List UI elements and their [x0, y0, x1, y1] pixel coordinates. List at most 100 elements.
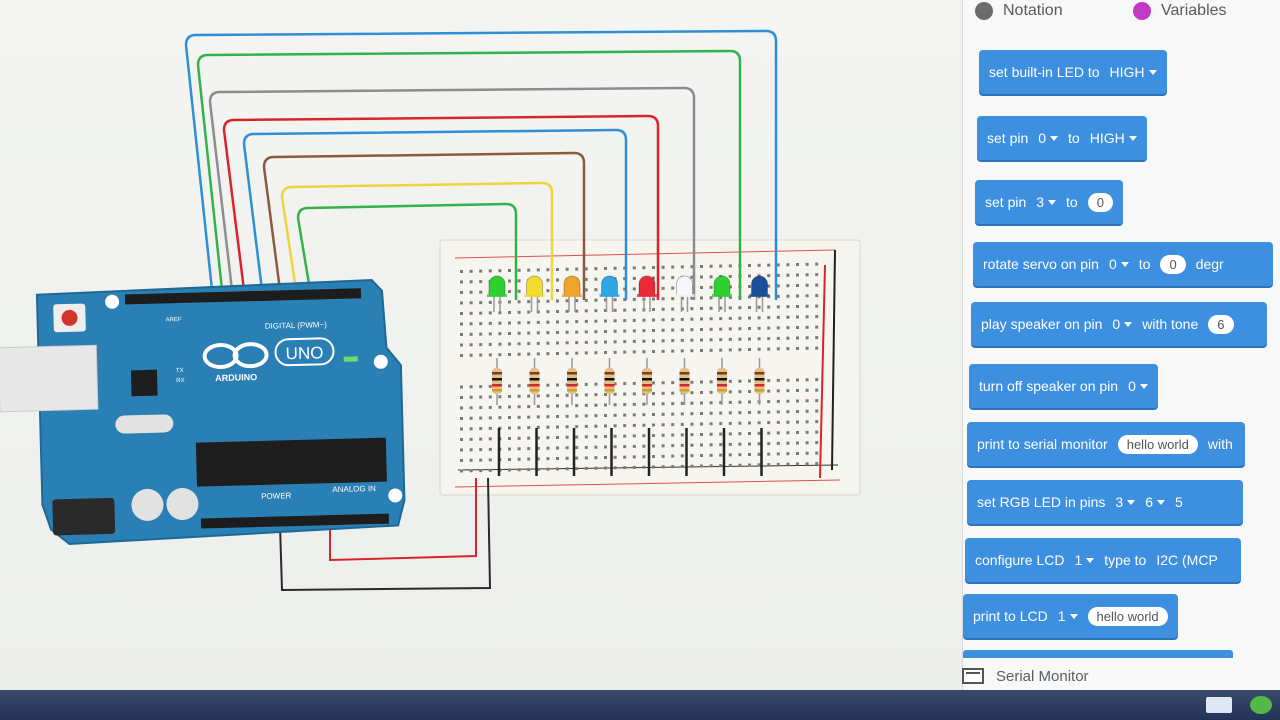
pin-dropdown[interactable]: 3: [1036, 194, 1057, 210]
value-input[interactable]: hello world: [1117, 434, 1198, 454]
jumper-wire[interactable]: [196, 49, 742, 300]
resistors[interactable]: [492, 358, 765, 476]
resistor[interactable]: [529, 358, 540, 405]
jumper-wire[interactable]: [262, 151, 586, 300]
breadboard-hole: [796, 441, 799, 445]
lcd-dropdown[interactable]: 1: [1058, 608, 1078, 624]
breadboard-hole: [623, 403, 627, 407]
block-partial[interactable]: [963, 650, 1233, 658]
mount-hole: [105, 294, 120, 309]
resistor[interactable]: [717, 358, 727, 405]
led[interactable]: [674, 275, 695, 312]
resistor[interactable]: [492, 358, 502, 405]
led[interactable]: [749, 275, 770, 312]
jumper-wire[interactable]: [296, 202, 518, 300]
jumper-wire[interactable]: [242, 128, 628, 300]
breadboard-hole: [469, 353, 473, 357]
pin-dropdown[interactable]: 0: [1112, 316, 1133, 332]
led[interactable]: [637, 275, 657, 312]
jumper-wire[interactable]: [184, 29, 778, 300]
jumper-wire[interactable]: [280, 181, 554, 300]
value-dropdown[interactable]: HIGH: [1090, 130, 1137, 146]
value-input[interactable]: 0: [1160, 254, 1186, 274]
breadboard-hole: [690, 433, 694, 437]
breadboard-hole: [776, 263, 780, 267]
led[interactable]: [524, 275, 545, 312]
block-configure-lcd[interactable]: configure LCD 1 type to I2C (MCP: [965, 538, 1241, 582]
circuit-canvas[interactable]: UNO ARDUINO DIGITAL (PWM~) POWER ANALOG …: [0, 0, 960, 720]
block-set-pin-digital[interactable]: set pin 0 to HIGH: [977, 116, 1147, 160]
breadboard-hole: [613, 455, 617, 459]
breadboard-hole: [565, 299, 569, 303]
pin-dropdown[interactable]: 0: [1128, 378, 1148, 394]
breadboard-hole: [709, 275, 713, 279]
led[interactable]: [712, 275, 732, 312]
pin-dropdown[interactable]: 0: [1038, 130, 1059, 146]
breadboard-hole: [767, 337, 771, 341]
reset-button[interactable]: [61, 309, 78, 326]
pin1-dropdown[interactable]: 3: [1115, 494, 1136, 510]
serial-monitor-toggle[interactable]: Serial Monitor: [958, 662, 1280, 690]
breadboard-hole: [556, 467, 559, 471]
resistor[interactable]: [567, 358, 577, 405]
block-set-pin-analog[interactable]: set pin 3 to 0: [975, 180, 1123, 224]
resistor[interactable]: [604, 358, 615, 405]
block-turn-off-speaker[interactable]: turn off speaker on pin 0: [969, 364, 1158, 408]
breadboard-hole: [815, 462, 819, 466]
led[interactable]: [487, 275, 507, 312]
variables-dot-icon: [1133, 2, 1151, 20]
breadboard-hole: [632, 402, 636, 406]
breadboard-hole: [805, 430, 809, 434]
pin3-dropdown[interactable]: 5: [1175, 494, 1183, 510]
block-set-builtin-led[interactable]: set built-in LED to HIGH: [979, 50, 1167, 94]
led[interactable]: [599, 275, 620, 312]
category-notation[interactable]: Notation: [975, 0, 1063, 22]
jumper-wires[interactable]: [184, 29, 778, 300]
breadboard-hole: [594, 277, 598, 281]
block-rotate-servo[interactable]: rotate servo on pin 0 to 0 degr: [973, 242, 1273, 286]
resistor[interactable]: [642, 358, 652, 405]
value-input[interactable]: hello world: [1087, 606, 1168, 626]
breadboard-hole: [776, 315, 780, 319]
value-dropdown[interactable]: HIGH: [1110, 64, 1157, 80]
lcd-dropdown[interactable]: 1: [1075, 552, 1095, 568]
arduino-board[interactable]: UNO ARDUINO DIGITAL (PWM~) POWER ANALOG …: [0, 278, 406, 546]
resistor[interactable]: [754, 358, 765, 405]
block-connector: to: [1068, 130, 1080, 146]
value-input[interactable]: 0: [1087, 192, 1113, 212]
breadboard-hole: [671, 307, 675, 311]
breadboard-hole: [728, 400, 732, 404]
block-set-rgb[interactable]: set RGB LED in pins 3 6 5: [967, 480, 1243, 524]
pin2-dropdown[interactable]: 6: [1145, 494, 1165, 510]
breadboard-hole: [786, 389, 790, 393]
resistor[interactable]: [679, 358, 690, 405]
jumper-wire[interactable]: [222, 114, 660, 300]
type-value[interactable]: I2C (MCP: [1156, 552, 1218, 568]
pin-dropdown[interactable]: 0: [1109, 256, 1129, 272]
block-play-speaker[interactable]: play speaker on pin 0 with tone 6: [971, 302, 1267, 346]
arduino-logo-icon: [202, 342, 269, 369]
block-print-lcd[interactable]: print to LCD 1 hello world: [963, 594, 1178, 638]
breadboard-hole: [680, 317, 684, 321]
blocks-panel[interactable]: Notation Variables set built-in LED to H…: [962, 0, 1280, 690]
dropdown-value: 0: [1108, 256, 1117, 272]
leds[interactable]: [487, 275, 770, 312]
jumper-wire[interactable]: [208, 86, 696, 300]
breadboard-hole: [680, 265, 684, 269]
breadboard-hole: [700, 286, 703, 289]
category-variables[interactable]: Variables: [1133, 0, 1227, 22]
block-print-serial[interactable]: print to serial monitor hello world with: [967, 422, 1245, 466]
breadboard-hole: [565, 435, 569, 439]
led-rim: [599, 294, 620, 297]
breadboard-hole: [527, 300, 531, 304]
tray-app-icon[interactable]: [1206, 697, 1232, 713]
ground-wire[interactable]: [279, 477, 492, 592]
breadboard-hole: [642, 392, 646, 396]
power-wire[interactable]: [329, 478, 477, 562]
tray-status-icon[interactable]: [1250, 696, 1272, 714]
value-input[interactable]: 6: [1208, 314, 1234, 334]
breadboard-hole: [460, 301, 463, 305]
breadboard[interactable]: [439, 239, 861, 496]
breadboard-hole: [786, 431, 790, 435]
led[interactable]: [562, 275, 582, 312]
